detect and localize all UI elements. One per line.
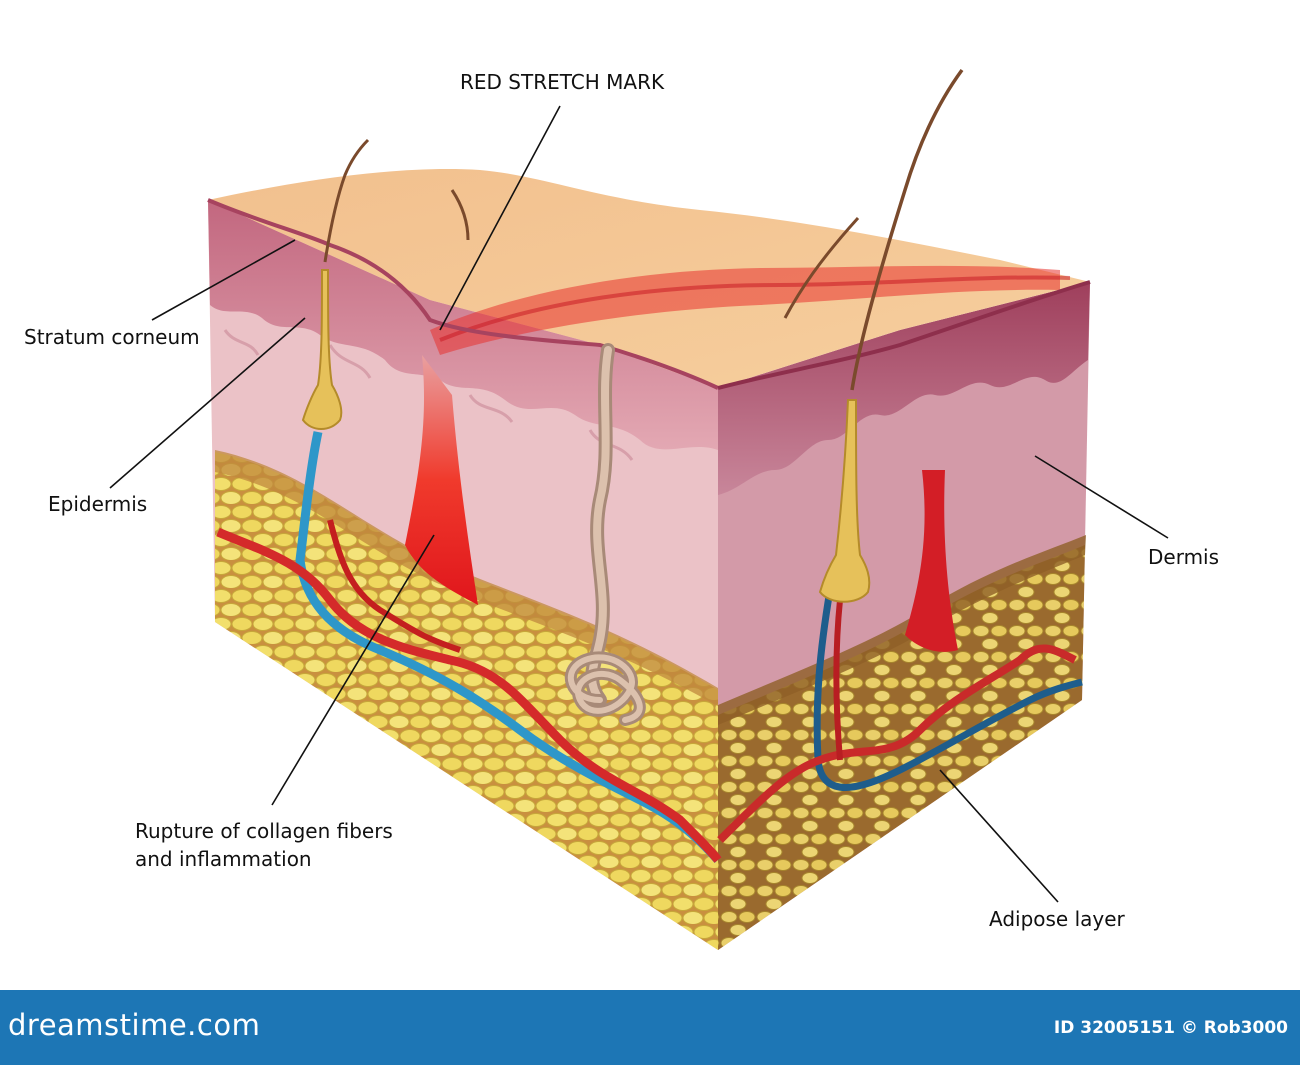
leader-epidermis xyxy=(109,317,306,489)
right-epidermis-layer xyxy=(718,282,1090,495)
blood-vessels-right xyxy=(717,589,1083,843)
footer-image-credit: ID 32005151 © Rob3000 xyxy=(1053,1018,1288,1038)
watermark-footer: dreamstime.com ID 32005151 © Rob3000 xyxy=(0,990,1300,1065)
surface-hairs xyxy=(450,189,860,319)
leader-adipose xyxy=(939,769,1059,903)
blood-vessels-front xyxy=(216,431,722,864)
leader-red-stretch-mark xyxy=(439,105,561,331)
leader-stratum-corneum xyxy=(151,239,296,321)
label-stratum-corneum: Stratum corneum xyxy=(24,325,200,349)
stretch-mark-front-wedge xyxy=(405,355,478,605)
label-dermis: Dermis xyxy=(1148,545,1220,569)
label-rupture-line-1: Rupture of collagen fibers xyxy=(135,819,393,843)
front-adipose-layer xyxy=(215,452,718,950)
leader-rupture xyxy=(271,534,435,806)
label-rupture-line-2: and inflammation xyxy=(135,847,312,871)
label-epidermis: Epidermis xyxy=(48,492,148,516)
leader-dermis xyxy=(1034,455,1169,539)
stretch-mark-top-band xyxy=(430,265,1060,355)
right-face xyxy=(718,282,1090,950)
sweat-gland xyxy=(564,343,646,726)
artery-front xyxy=(216,527,722,863)
red-stretch-mark-title: RED STRETCH MARK xyxy=(460,70,665,94)
top-surface xyxy=(207,169,1091,390)
footer-logo[interactable]: dreamstime.com xyxy=(8,1008,261,1042)
hair-follicle-left xyxy=(301,138,370,430)
label-adipose-layer: Adipose layer xyxy=(989,907,1125,931)
stretch-mark-right-wedge xyxy=(905,470,958,652)
leader-lines xyxy=(109,105,1169,903)
hair-follicle-right xyxy=(818,68,964,603)
